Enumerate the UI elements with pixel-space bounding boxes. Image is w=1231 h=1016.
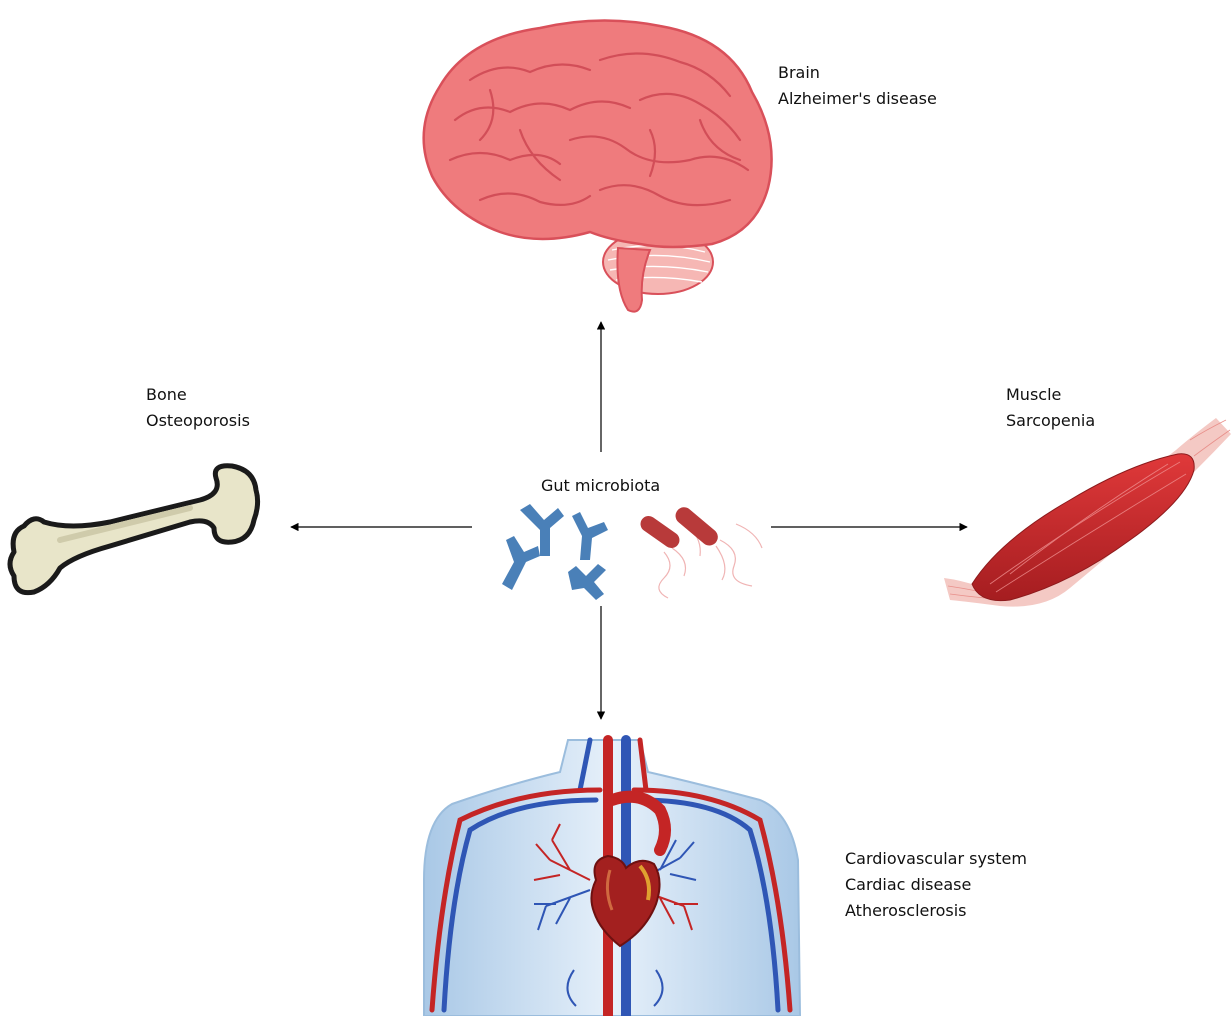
gut-microbiota-label: Gut microbiota xyxy=(541,473,660,499)
gut-microbiota-label-group: Gut microbiota xyxy=(541,473,660,499)
bone-illustration xyxy=(10,466,258,593)
brain-condition-label: Alzheimer's disease xyxy=(778,86,937,112)
microbiota-illustration xyxy=(502,504,762,600)
muscle-label-group: Muscle Sarcopenia xyxy=(1006,382,1095,434)
circulatory-system-illustration xyxy=(424,740,800,1016)
antibody-icons xyxy=(502,504,608,600)
muscle-illustration xyxy=(944,418,1231,607)
bone-label-group: Bone Osteoporosis xyxy=(146,382,250,434)
cardio-condition-label-1: Cardiac disease xyxy=(845,872,1027,898)
cardio-condition-label-2: Atherosclerosis xyxy=(845,898,1027,924)
arrows xyxy=(291,322,967,719)
muscle-organ-label: Muscle xyxy=(1006,382,1095,408)
bone-organ-label: Bone xyxy=(146,382,250,408)
brain-organ-label: Brain xyxy=(778,60,937,86)
brain-label-group: Brain Alzheimer's disease xyxy=(778,60,937,112)
cardio-label-group: Cardiovascular system Cardiac disease At… xyxy=(845,846,1027,924)
muscle-condition-label: Sarcopenia xyxy=(1006,408,1095,434)
bone-condition-label: Osteoporosis xyxy=(146,408,250,434)
cardio-organ-label: Cardiovascular system xyxy=(845,846,1027,872)
brain-illustration xyxy=(424,20,772,311)
bacteria-icons xyxy=(637,504,762,598)
